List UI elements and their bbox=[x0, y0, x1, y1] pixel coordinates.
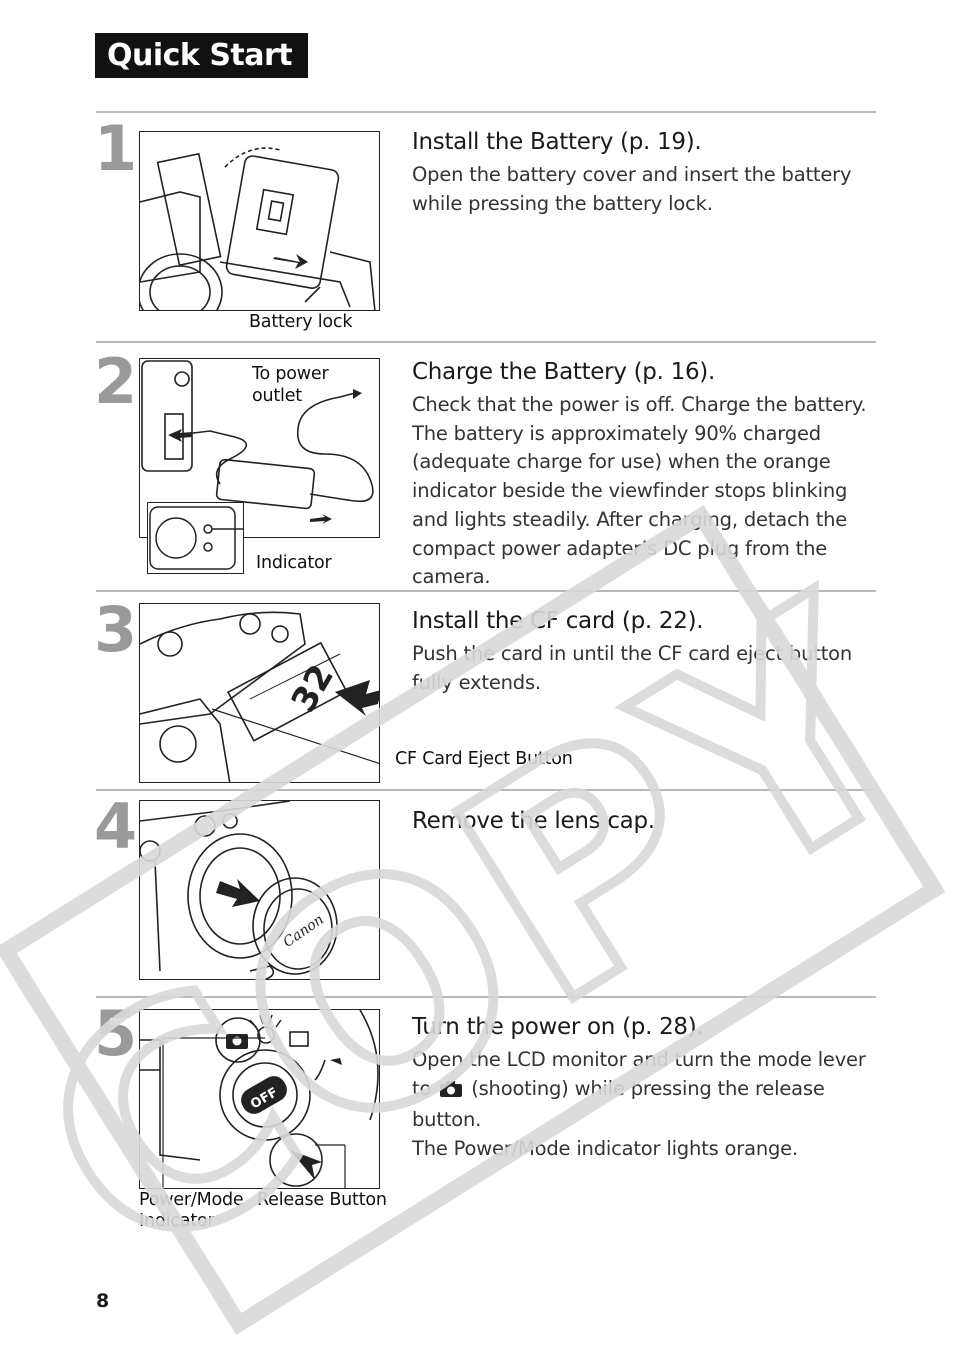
step-body-fragment: to bbox=[412, 1076, 432, 1100]
indicator-label: Indicator bbox=[256, 553, 332, 573]
step-title: Charge the Battery (p. 16). bbox=[412, 359, 715, 385]
cf-card-illustration: 32 bbox=[139, 603, 380, 783]
battery-lock-label: Battery lock bbox=[249, 312, 353, 332]
step-number: 3 bbox=[94, 593, 137, 666]
indicator-inset bbox=[147, 502, 244, 574]
step-body-fragment: (shooting) while pressing the release bbox=[471, 1076, 825, 1100]
step-body-line: Open the LCD monitor and turn the mode l… bbox=[412, 1048, 866, 1071]
camera-icon bbox=[439, 1078, 463, 1107]
release-button-label: Release Button bbox=[257, 1190, 387, 1210]
step-body-line: The Power/Mode indicator lights orange. bbox=[412, 1137, 798, 1161]
step-number: 5 bbox=[94, 997, 137, 1070]
lens-cap-brand: Canon bbox=[280, 912, 326, 951]
power-mode-illustration: OFF bbox=[139, 1009, 380, 1189]
step-title: Turn the power on (p. 28). bbox=[412, 1014, 704, 1040]
step-number: 4 bbox=[94, 790, 137, 863]
step-body-line: button. bbox=[412, 1108, 482, 1132]
power-mode-indicator-label: Indicator bbox=[139, 1211, 215, 1231]
step-body: Check that the power is off. Charge the … bbox=[412, 393, 867, 589]
lens-cap-illustration: Canon bbox=[139, 800, 380, 980]
to-power-outlet-label: To power bbox=[252, 364, 329, 384]
power-mode-indicator-label: Power/Mode bbox=[139, 1190, 244, 1210]
page-number: 8 bbox=[96, 1290, 110, 1312]
step-number: 1 bbox=[94, 112, 137, 185]
step-body: Open the battery cover and insert the ba… bbox=[412, 163, 852, 215]
section-divider bbox=[96, 341, 876, 343]
step-body: Open the LCD monitor and turn the mode l… bbox=[412, 1046, 878, 1164]
step-title: Install the Battery (p. 19). bbox=[412, 129, 702, 155]
page-title: Quick Start bbox=[95, 33, 308, 78]
to-power-outlet-label: outlet bbox=[252, 386, 302, 406]
step-title: Remove the lens cap. bbox=[412, 808, 655, 834]
battery-install-illustration bbox=[139, 131, 380, 311]
step-body-line: to (shooting) while pressing the release bbox=[412, 1075, 878, 1107]
step-number: 2 bbox=[94, 345, 137, 418]
section-divider bbox=[96, 111, 876, 113]
step-body: Push the card in until the CF card eject… bbox=[412, 642, 853, 694]
cf-eject-button-label: CF Card Eject Button bbox=[395, 749, 573, 769]
section-divider bbox=[96, 996, 876, 998]
section-divider bbox=[96, 789, 876, 791]
step-title: Install the CF card (p. 22). bbox=[412, 608, 704, 634]
